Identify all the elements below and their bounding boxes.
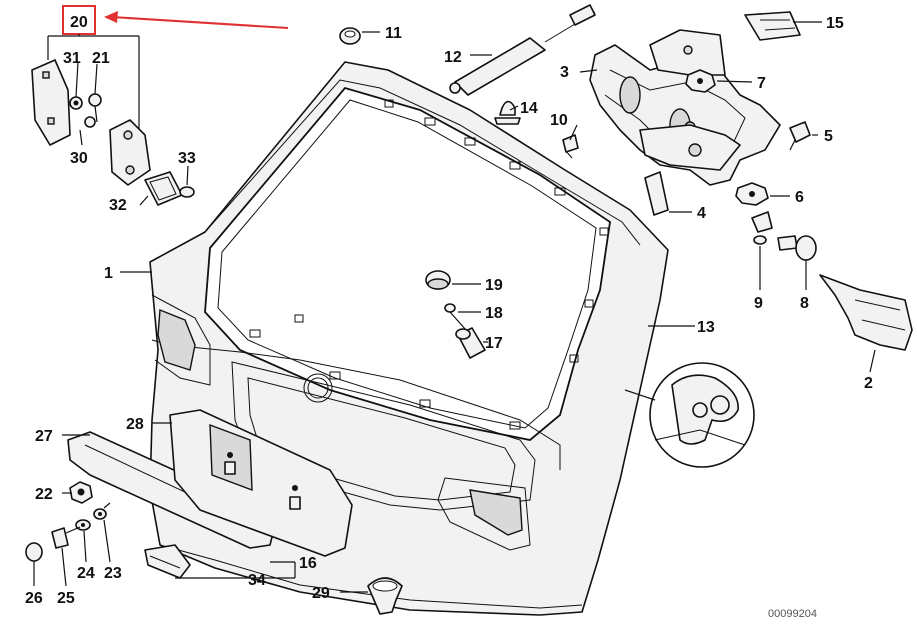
- callout-16: 16: [299, 555, 317, 572]
- callout-6: 6: [795, 189, 804, 206]
- gas-strut: [449, 4, 596, 96]
- callout-31: 31: [63, 50, 81, 67]
- callout-9: 9: [754, 295, 763, 312]
- hinge-bracket-group-20: [31, 5, 195, 206]
- callout-4: 4: [697, 205, 706, 222]
- bolt-5: [789, 121, 811, 151]
- screw-18: [444, 303, 467, 331]
- callout-21: 21: [92, 50, 110, 67]
- nut-22: [69, 481, 93, 504]
- pad-4: [644, 171, 669, 216]
- callout-19: 19: [485, 277, 503, 294]
- callout-26: 26: [25, 590, 43, 607]
- leader-lines: [33, 21, 876, 593]
- callout-20: 20: [70, 14, 88, 31]
- callout-5: 5: [824, 128, 833, 145]
- callout-24: 24: [77, 565, 95, 582]
- plate-holder-28: [169, 409, 353, 557]
- highlight-arrow: [104, 11, 289, 29]
- seal-detail-view: [624, 362, 755, 468]
- callout-labels: 20 31 21 30 33 32 11 12 14 15 3 7 10 5 6…: [25, 14, 873, 607]
- bracket-2: [819, 274, 913, 351]
- callout-3: 3: [560, 64, 569, 81]
- callout-11: 11: [385, 25, 402, 42]
- bolt-25: [51, 526, 81, 549]
- callout-30: 30: [70, 150, 88, 167]
- plate-15: [744, 11, 801, 41]
- callout-14: 14: [520, 100, 538, 117]
- callout-22: 22: [35, 486, 53, 503]
- cap-26: [25, 542, 43, 562]
- callout-2: 2: [864, 375, 873, 392]
- grommet-19: [425, 270, 451, 290]
- callout-18: 18: [485, 305, 503, 322]
- callout-25: 25: [57, 590, 75, 607]
- callout-8: 8: [800, 295, 809, 312]
- callout-29: 29: [312, 585, 330, 602]
- plug-14: [494, 100, 521, 125]
- callout-34: 34: [248, 572, 266, 589]
- callout-13: 13: [697, 319, 715, 336]
- drawing-number: 00099204: [768, 608, 817, 620]
- hinge-assembly: [589, 29, 781, 186]
- callout-28: 28: [126, 416, 144, 433]
- clip-9: [751, 211, 773, 245]
- callout-10: 10: [550, 112, 568, 129]
- star-nut-7: [685, 69, 716, 93]
- callout-32: 32: [109, 197, 127, 214]
- light-bar-16: [144, 544, 191, 579]
- callout-12: 12: [444, 49, 462, 66]
- grommet-11: [339, 27, 361, 45]
- callout-23: 23: [104, 565, 122, 582]
- washer-24: [75, 519, 91, 531]
- screw-23: [93, 502, 111, 520]
- bumper-29: [367, 577, 403, 615]
- callout-15: 15: [826, 15, 844, 32]
- rivet-17: [455, 327, 486, 359]
- callout-1: 1: [104, 265, 113, 282]
- callout-17: 17: [485, 335, 503, 352]
- callout-7: 7: [757, 75, 766, 92]
- callout-33: 33: [178, 150, 196, 167]
- ball-stud-8: [777, 235, 817, 261]
- star-nut-6: [735, 182, 769, 206]
- callout-27: 27: [35, 428, 53, 445]
